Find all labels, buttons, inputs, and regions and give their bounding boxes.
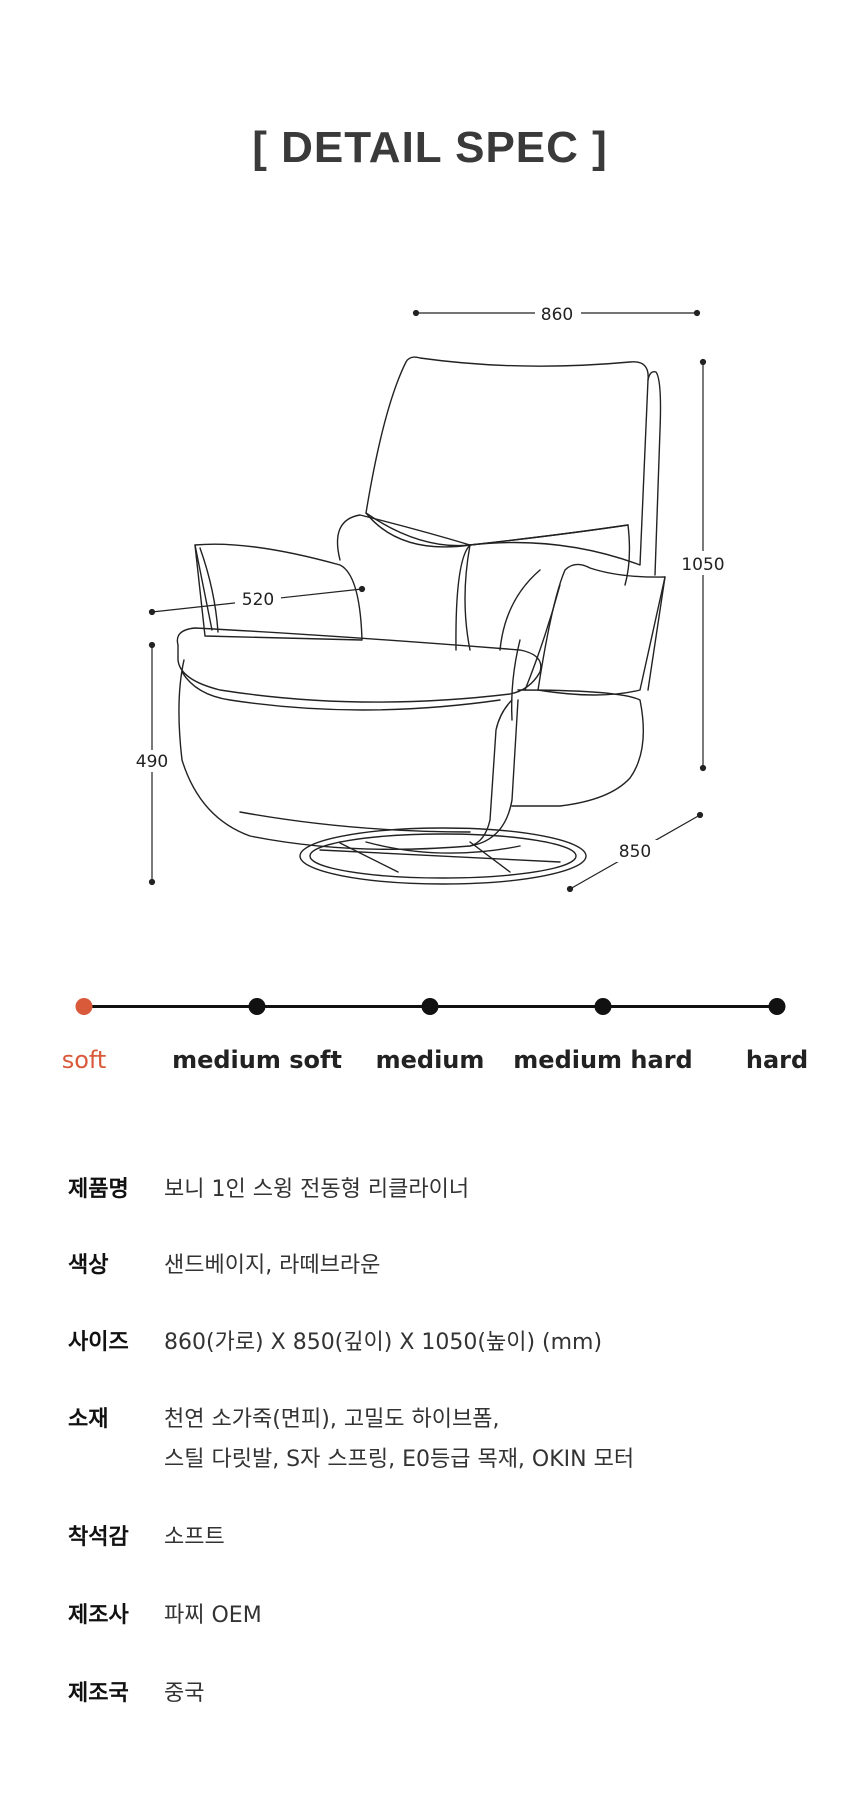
spec-key: 색상 [68, 1253, 109, 1278]
seat-label-bg [130, 750, 174, 772]
depth-label-bg [612, 840, 658, 862]
spec-value: 파찌 OEM [164, 1603, 262, 1628]
spec-key: 착석감 [68, 1525, 129, 1550]
spec-key: 제조사 [68, 1603, 129, 1628]
firmness-label-medium-soft: medium soft [172, 1046, 342, 1074]
firmness-label-soft: soft [61, 1046, 107, 1074]
firmness-scale: soft medium soft medium medium hard hard [0, 990, 860, 1090]
dim-seat-label: 490 [136, 752, 168, 772]
spec-row-manufacturer: 제조사 파찌 OEM [68, 1596, 828, 1636]
spec-value: 중국 [164, 1681, 205, 1706]
firmness-dot-medium [421, 998, 439, 1015]
spec-row-size: 사이즈 860(가로) X 850(깊이) X 1050(높이) (mm) [68, 1323, 828, 1363]
recliner-illustration [176, 356, 666, 885]
spec-key: 소재 [68, 1407, 109, 1432]
spec-value: 소프트 [164, 1525, 225, 1550]
height-label-bg [680, 551, 726, 575]
spec-row-comfort: 착석감 소프트 [68, 1518, 828, 1558]
firmness-dot-soft [75, 998, 93, 1015]
page-title: [ DETAIL SPEC ] [252, 123, 608, 172]
width-label-bg [535, 302, 581, 324]
spec-key: 제품명 [68, 1177, 129, 1202]
firmness-dot-medium-hard [594, 998, 612, 1015]
spec-key: 사이즈 [68, 1330, 129, 1355]
arm-label-bg [235, 588, 281, 610]
spec-row-color: 색상 샌드베이지, 라떼브라운 [68, 1246, 828, 1286]
spec-key: 제조국 [68, 1681, 129, 1706]
firmness-label-medium-hard: medium hard [513, 1046, 693, 1074]
firmness-dot-hard [768, 998, 786, 1015]
dim-width-label: 860 [541, 305, 573, 325]
spec-row-material: 소재 천연 소가죽(면피), 고밀도 하이브폼, 스틸 다릿발, S자 스프링,… [68, 1400, 828, 1480]
spec-row-product-name: 제품명 보니 1인 스윙 전동형 리클라이너 [68, 1170, 828, 1210]
firmness-label-hard: hard [745, 1046, 809, 1074]
dim-arm-label: 520 [242, 590, 274, 610]
spec-value: 860(가로) X 850(깊이) X 1050(높이) (mm) [164, 1330, 603, 1355]
firmness-dot-medium-soft [248, 998, 266, 1015]
spec-row-origin: 제조국 중국 [68, 1674, 828, 1714]
firmness-label-medium: medium [375, 1046, 485, 1074]
spec-value: 보니 1인 스윙 전동형 리클라이너 [164, 1177, 470, 1202]
dimension-lines [148, 309, 707, 893]
spec-value: 샌드베이지, 라떼브라운 [164, 1253, 381, 1278]
dim-depth-label: 850 [619, 842, 651, 862]
dim-height-label: 1050 [681, 555, 724, 575]
spec-value: 천연 소가죽(면피), 고밀도 하이브폼, 스틸 다릿발, S자 스프링, E0… [164, 1407, 635, 1472]
